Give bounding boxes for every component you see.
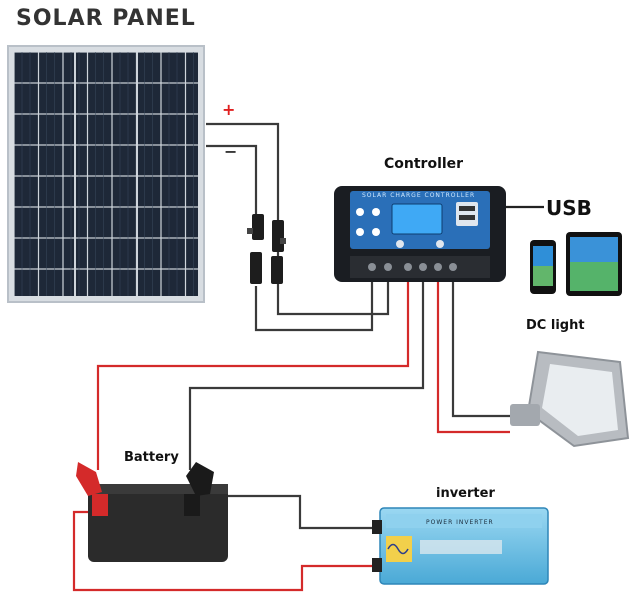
tablet-icon	[566, 232, 622, 296]
dc-light-label: DC light	[526, 318, 585, 333]
inverter-label: inverter	[436, 486, 495, 501]
positive-terminal-label: +	[222, 100, 236, 119]
floodlight-icon	[510, 350, 630, 448]
inverter-icon	[372, 507, 549, 585]
mc4-connector-icon	[247, 214, 286, 284]
solar-panel-icon	[7, 45, 205, 303]
controller-label: Controller	[384, 156, 464, 172]
charge-controller-icon	[334, 186, 506, 282]
smartphone-icon	[530, 240, 556, 294]
inverter-face-text: POWER INVERTER	[426, 519, 494, 526]
negative-terminal-label: −	[224, 142, 238, 161]
battery-label: Battery	[124, 450, 179, 465]
negative-wires	[188, 122, 520, 530]
controller-face-text: SOLAR CHARGE CONTROLLER	[362, 192, 476, 199]
usb-label: USB	[546, 196, 592, 220]
positive-wires	[72, 280, 510, 592]
solar-panel-title: SOLAR PANEL	[16, 6, 196, 31]
battery-icon	[76, 462, 228, 562]
